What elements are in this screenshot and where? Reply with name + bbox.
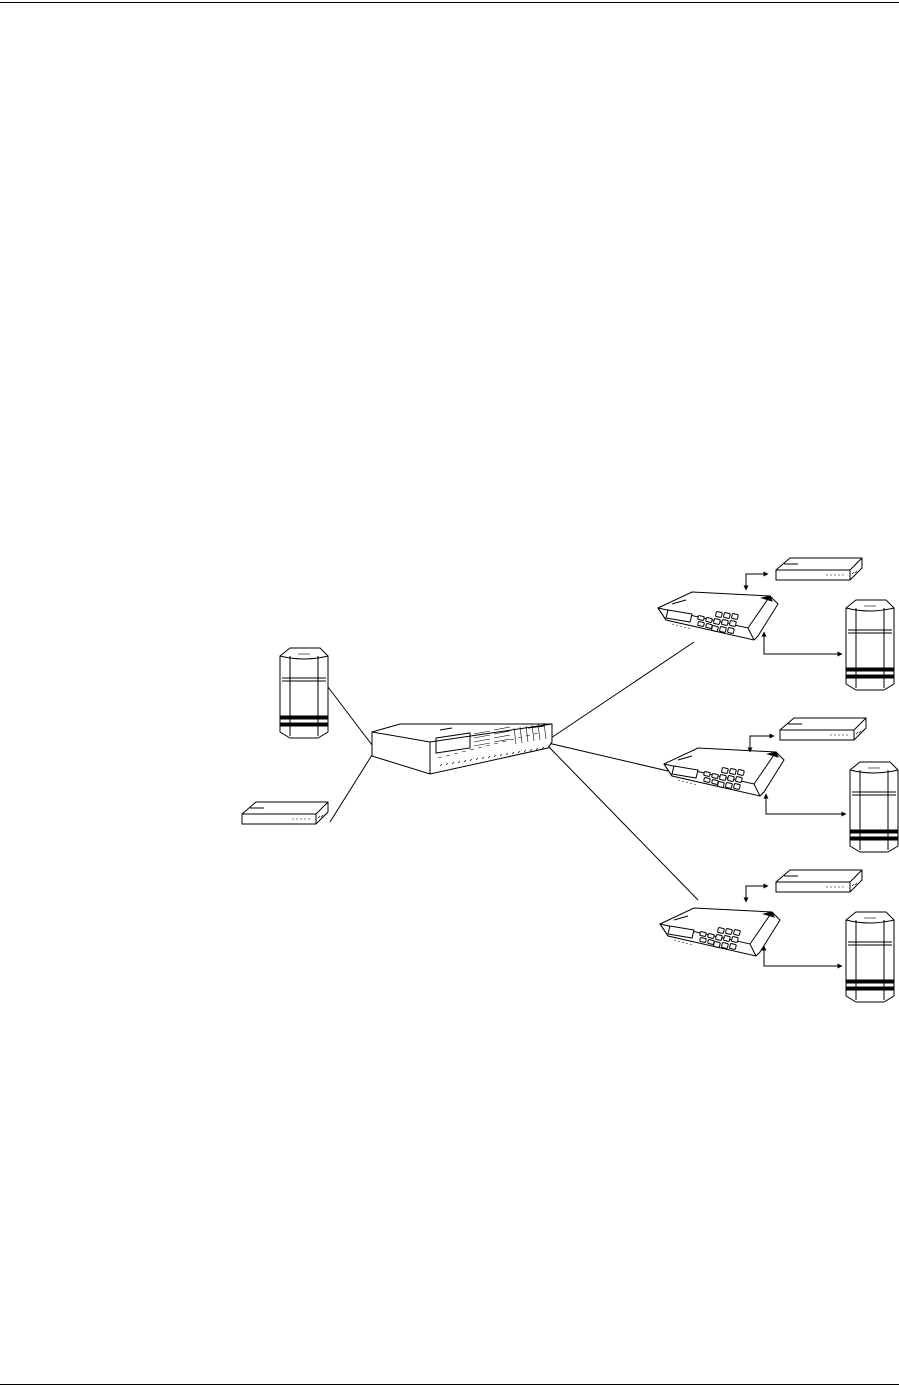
remote-2-keypad-icon <box>664 748 784 796</box>
remote-2-tower-arrow <box>766 794 846 814</box>
remote-1-box-arrow <box>746 574 768 590</box>
link-remote-1 <box>548 642 694 740</box>
host-box-icon <box>242 802 328 824</box>
remote-1-tower-icon <box>846 600 894 690</box>
link-remote-2 <box>548 743 668 771</box>
link-lines <box>328 642 698 900</box>
host-tower-icon <box>280 648 328 738</box>
remote-2-box-arrow <box>750 736 774 752</box>
remote-3-keypad-icon <box>660 908 780 956</box>
hub-chassis-icon <box>372 723 552 774</box>
link-host-tower <box>328 687 372 745</box>
remote-3-box-icon <box>776 870 862 892</box>
remote-3-tower-icon <box>846 912 894 1002</box>
remote-1-box-icon <box>776 558 862 580</box>
link-host-box <box>330 755 372 822</box>
remote-3-tower-arrow <box>764 946 842 966</box>
remote-2-box-icon <box>780 718 866 740</box>
remote-1-keypad-icon <box>658 592 778 640</box>
remote-1-tower-arrow <box>764 632 842 654</box>
remote-2-tower-icon <box>850 762 898 852</box>
remote-3-box-arrow <box>746 886 768 902</box>
